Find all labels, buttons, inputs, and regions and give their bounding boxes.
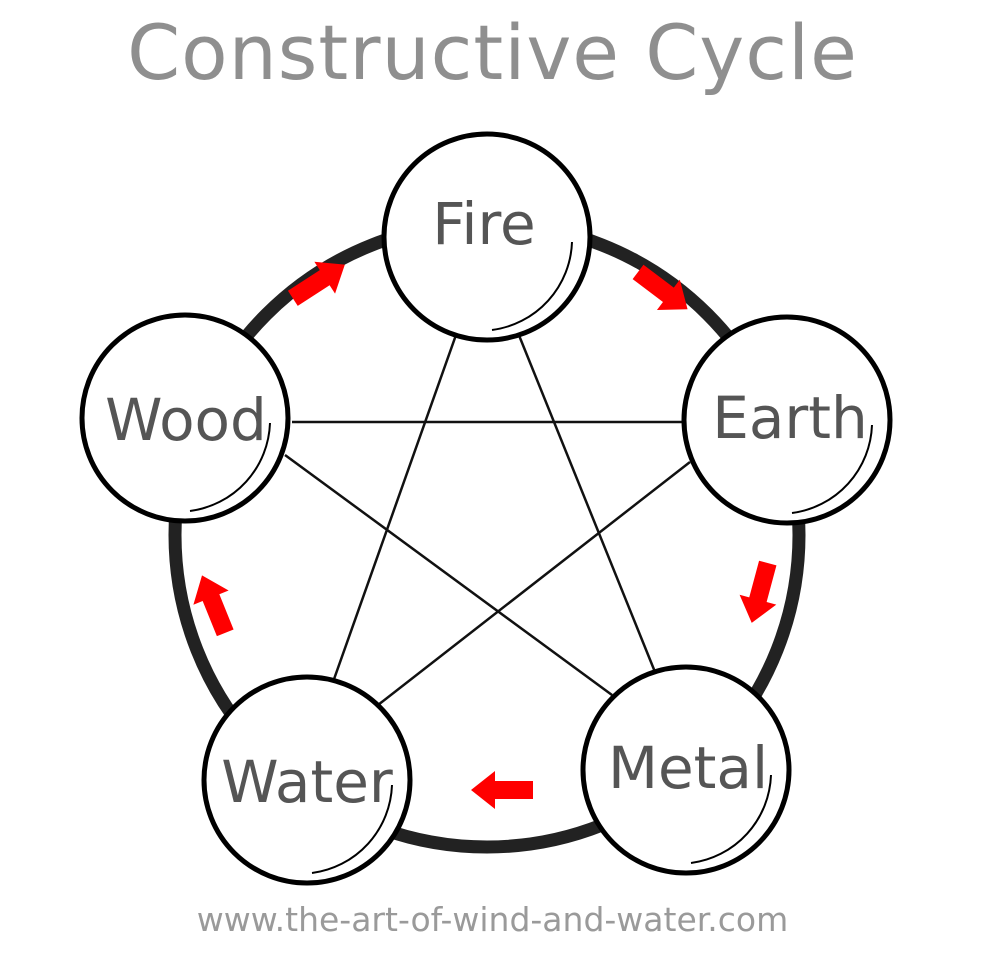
fire-label: Fire xyxy=(432,190,536,258)
website-url: www.the-art-of-wind-and-water.com xyxy=(196,900,789,939)
water-label: Water xyxy=(221,748,393,816)
node-earth: Earth xyxy=(681,314,893,526)
diagram-title: Constructive Cycle xyxy=(127,8,858,97)
line-wood-metal xyxy=(284,453,613,697)
line-earth-water xyxy=(377,461,691,706)
line-fire-metal xyxy=(510,317,657,673)
node-wood: Wood xyxy=(79,312,291,524)
node-water: Water xyxy=(201,674,413,886)
arrow-fire-to-earth xyxy=(632,264,688,310)
star-lines xyxy=(284,317,691,706)
earth-label: Earth xyxy=(712,384,868,452)
wood-label: Wood xyxy=(105,386,267,454)
metal-label: Metal xyxy=(608,734,768,802)
cycle-arrows xyxy=(193,261,777,809)
arrow-metal-to-water xyxy=(471,771,533,809)
arrow-wood-to-fire xyxy=(287,261,345,306)
arrow-water-to-wood xyxy=(193,575,234,637)
arrow-earth-to-metal xyxy=(739,560,777,623)
line-fire-water xyxy=(331,317,464,683)
node-metal: Metal xyxy=(580,664,792,876)
node-fire: Fire xyxy=(381,131,593,343)
